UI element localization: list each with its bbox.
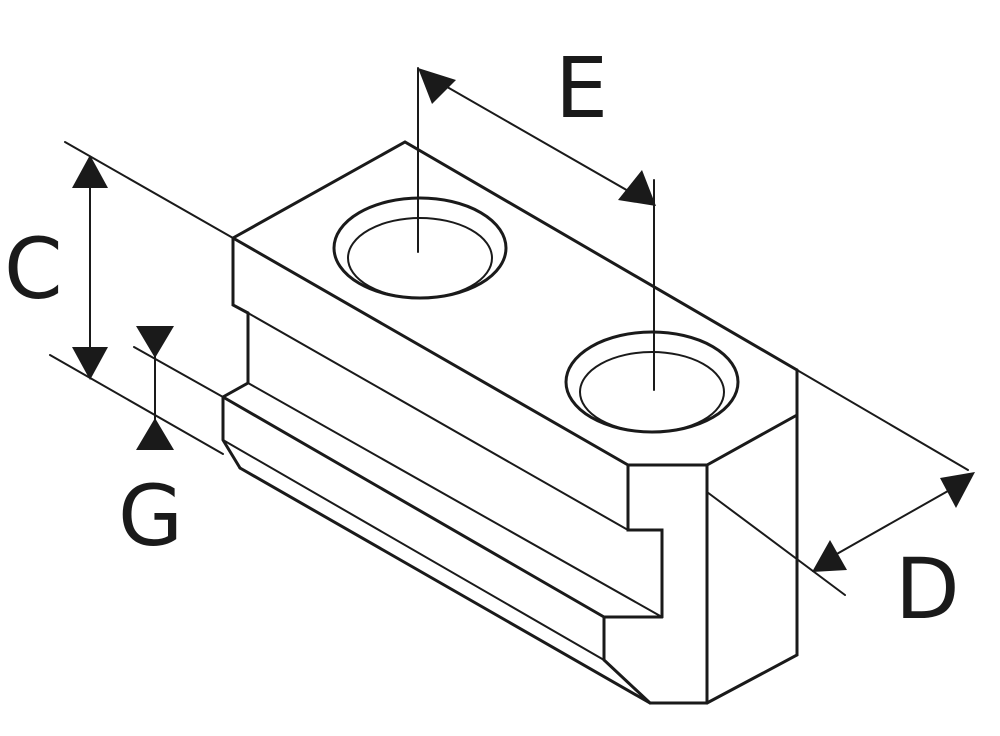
dimension-g: G xyxy=(118,326,224,565)
dimension-c: C xyxy=(4,141,234,455)
counterbore-hole-left xyxy=(332,196,508,300)
dimension-e: E xyxy=(417,39,656,391)
dimension-d: D xyxy=(706,369,975,638)
arrow-d-lower xyxy=(812,540,847,572)
arrow-e-left xyxy=(418,68,456,104)
arrow-d-upper xyxy=(940,472,975,508)
arrow-c-bottom xyxy=(72,347,108,380)
label-c: C xyxy=(4,220,63,318)
label-g: G xyxy=(118,467,183,565)
label-d: D xyxy=(895,540,960,638)
arrow-e-right xyxy=(618,170,656,206)
counterbore-hole-right xyxy=(564,330,740,434)
arrow-g-bottom xyxy=(136,418,174,450)
block-right-end-face xyxy=(626,413,799,705)
label-e: E xyxy=(555,39,608,137)
arrow-c-top xyxy=(72,155,108,188)
block-top-face xyxy=(231,140,799,467)
arrow-g-top xyxy=(136,326,174,358)
